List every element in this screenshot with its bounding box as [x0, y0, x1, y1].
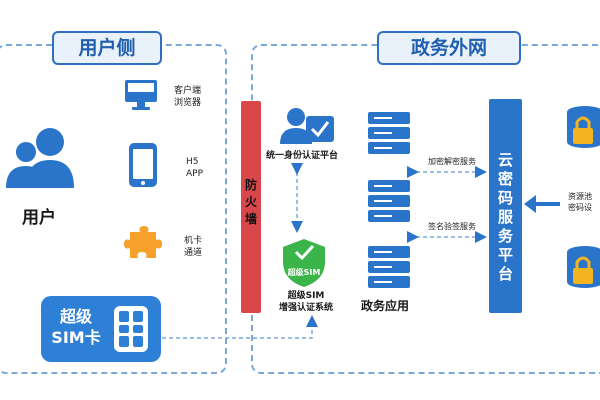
encrypt-service-label: 加密解密服务 — [428, 157, 476, 166]
firewall-char: 火 — [244, 195, 257, 209]
puzzle-icon — [124, 226, 162, 258]
h5-app-label: H5 APP — [186, 157, 204, 179]
cloud-crypto-platform: 云 密 码 服 务 平 台 — [489, 99, 522, 313]
card-channel-label: 机卡 通道 — [184, 236, 203, 258]
database-lock-icon — [567, 106, 600, 148]
user-side-title: 用户侧 — [52, 31, 162, 65]
firewall-char: 防 — [244, 178, 257, 192]
shield-text: 超级SIM — [287, 268, 321, 277]
user-icon — [6, 128, 74, 188]
database-lock-icon — [567, 246, 600, 288]
client-label: 客户端 浏览器 — [174, 86, 202, 108]
user-label: 用户 — [22, 208, 56, 228]
sim-chip-icon — [114, 306, 148, 352]
sign-service-label: 签名验签服务 — [428, 222, 476, 231]
server-icon — [368, 180, 410, 222]
pool-arrow-head — [524, 195, 536, 213]
monitor-icon — [125, 80, 157, 110]
server-icon — [368, 112, 410, 154]
sim-card-text: 超级 SIM卡 — [51, 307, 101, 347]
gov-app-label: 政务应用 — [361, 299, 410, 313]
auth-platform-label: 统一身份认证平台 — [266, 151, 339, 161]
shield-icon — [283, 239, 325, 287]
auth-platform-icon — [280, 108, 334, 144]
sim-link-line — [162, 315, 318, 339]
firewall-char: 墙 — [244, 212, 257, 226]
resource-pool-label: 资源池 密码设 — [568, 192, 592, 212]
gov-net-title: 政务外网 — [377, 31, 521, 65]
super-sim-card: 超级 SIM卡 — [41, 296, 161, 362]
phone-icon — [129, 143, 157, 187]
firewall-bar: 防 火 墙 — [241, 101, 261, 313]
enhanced-auth-label: 超级SIM 增强认证系统 — [278, 291, 333, 313]
server-icon — [368, 246, 410, 288]
